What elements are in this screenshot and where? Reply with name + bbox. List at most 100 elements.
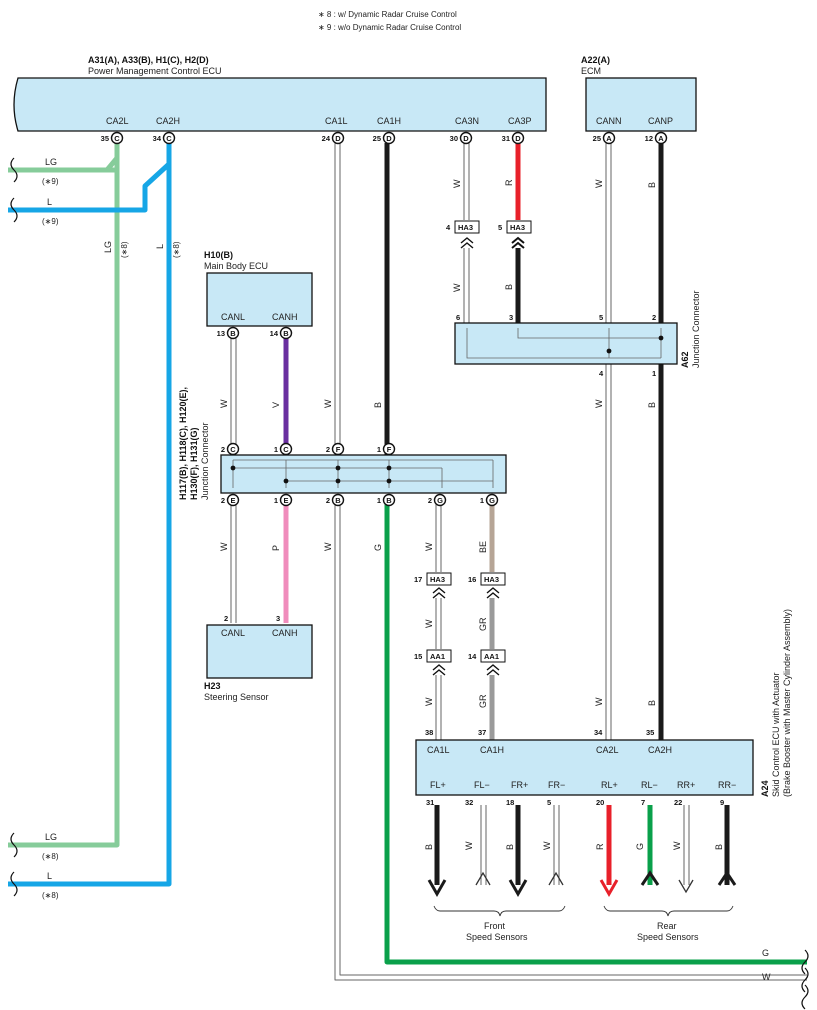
- ecm-name: ECM: [581, 66, 601, 76]
- a24-pin-rl-plus: RL+: [601, 780, 618, 790]
- splice-blocks: HA3 4 HA3 5 HA3 17 HA3 16 AA1 15 AA1 14: [414, 220, 532, 663]
- jc-bot-pin-3-circle: [382, 493, 396, 507]
- label-e2: W: [219, 542, 229, 551]
- pmc-pin-ca2l: CA2L: [106, 116, 129, 126]
- pmc-pin-4-letter: D: [463, 134, 469, 143]
- jc-top-pin-0-letter: C: [230, 445, 236, 454]
- a24-pin-fr-plus: FR+: [511, 780, 528, 790]
- splice-ha3-16-name: HA3: [484, 575, 499, 584]
- jc-top-pin-1: C1: [274, 442, 293, 456]
- label-fr-minus: W: [542, 841, 552, 850]
- a24-bot-num-31: 31: [426, 798, 434, 807]
- a24-name-2: (Brake Booster with Master Cylinder Asse…: [782, 609, 792, 797]
- h23-sensor: CANL CANH 2 3 H23 Steering Sensor: [204, 614, 313, 702]
- vwire-lg-note: (∗8): [120, 241, 129, 258]
- ecm: A22(A) ECM CANN CANP: [581, 55, 697, 132]
- pmc-pin-0: C35: [101, 131, 124, 145]
- a24-pin-rr-minus: RR−: [718, 780, 736, 790]
- label-b2: W: [323, 542, 333, 551]
- jc-top-pin-1-letter: C: [283, 445, 289, 454]
- left-wire-l-9-note: (∗9): [42, 217, 59, 226]
- a24-bot-num-22: 22: [674, 798, 682, 807]
- ecm-id: A22(A): [581, 55, 610, 65]
- ecm-pin-0-letter: A: [606, 134, 612, 143]
- jc-bot-pin-4-letter: G: [437, 496, 443, 505]
- jc-bot-pin-4-num: 2: [428, 496, 432, 505]
- label-fl-plus: B: [424, 844, 434, 850]
- jc-bot-pin-4-circle: [433, 493, 447, 507]
- pmc-pin-1-circle: [162, 131, 176, 145]
- left-wire-lg-8-note: (∗8): [42, 852, 59, 861]
- pmc-pin-4: D30: [450, 131, 473, 145]
- a62-name: Junction Connector: [691, 290, 701, 368]
- break-marks: [10, 157, 809, 1010]
- pmc-pin-2-letter: D: [335, 134, 341, 143]
- jc-bot-pin-1-letter: E: [283, 496, 288, 505]
- jc-top-pin-0-circle: [226, 442, 240, 456]
- label-canp: B: [647, 182, 657, 188]
- label-aa1-14-low: GR: [478, 694, 488, 708]
- h10-name: Main Body ECU: [204, 261, 268, 271]
- a24-pin-fl-minus: FL−: [474, 780, 490, 790]
- h10-pin-canh: CANH: [272, 312, 298, 322]
- wire-l-ca2h: [8, 140, 172, 887]
- h23-num-3: 3: [276, 614, 280, 623]
- ecm-pin-1-num: 12: [645, 134, 653, 143]
- ecm-pin-0-num: 25: [593, 134, 601, 143]
- a24-bot-num-32: 32: [465, 798, 473, 807]
- pmc-pin-ca3p: CA3P: [508, 116, 532, 126]
- a62-bot-num-1: 1: [652, 369, 656, 378]
- a24-num-34: 34: [594, 728, 603, 737]
- left-wire-lg-9-note: (∗9): [42, 177, 59, 186]
- label-rr-minus: B: [714, 844, 724, 850]
- h10-pin-1-letter: B: [283, 329, 289, 338]
- pmc-pin-5-letter: D: [515, 134, 521, 143]
- pmc-pin-1: C34: [153, 131, 176, 145]
- h23-num-2: 2: [224, 614, 228, 623]
- label-g1: BE: [478, 541, 488, 553]
- splice-ha3-17-num: 17: [414, 575, 422, 584]
- sensor-terminals: [427, 870, 737, 898]
- ecm-pin-cann: CANN: [596, 116, 622, 126]
- pmc-pin-ca2h: CA2H: [156, 116, 180, 126]
- left-wire-lg-8: LG: [45, 832, 57, 842]
- label-a24-ca2h: B: [647, 700, 657, 706]
- rear-sensor-label-2: Speed Sensors: [637, 932, 699, 942]
- a24-pin-ca2l: CA2L: [596, 745, 619, 755]
- vwire-l-note: (∗8): [172, 241, 181, 258]
- label-ca3n: W: [452, 179, 462, 188]
- pmc-pin-ca1h: CA1H: [377, 116, 401, 126]
- label-fl-minus: W: [464, 841, 474, 850]
- h23-id: H23: [204, 681, 221, 691]
- pmc-pin-ca1l: CA1L: [325, 116, 348, 126]
- jc-bot-pin-1: E1: [274, 493, 293, 507]
- a24-bot-num-7: 7: [641, 798, 645, 807]
- wire-b2-w-2: [339, 503, 807, 976]
- jc-top-pin-3-circle: [382, 442, 396, 456]
- splice-aa1-14-num: 14: [468, 652, 477, 661]
- a24-num-35: 35: [646, 728, 654, 737]
- label-cann: W: [594, 179, 604, 188]
- label-rr-plus: W: [672, 841, 682, 850]
- a24-pin-fl-plus: FL+: [430, 780, 446, 790]
- pmc-pin-3-num: 25: [373, 134, 381, 143]
- jc-top-pin-3-num: 1: [377, 445, 381, 454]
- front-sensor-label-1: Front: [484, 921, 506, 931]
- jc-bot-pin-3: B1: [377, 493, 396, 507]
- a24-bot-num-18: 18: [506, 798, 514, 807]
- left-wire-l-8: L: [47, 871, 52, 881]
- jc-bot-pin-0-letter: E: [230, 496, 235, 505]
- jc-top-pin-2-num: 2: [326, 445, 330, 454]
- pmc-pin-0-num: 35: [101, 134, 109, 143]
- a24-pin-rr-plus: RR+: [677, 780, 695, 790]
- splice-ha3-4-num: 4: [446, 223, 451, 232]
- splice-ha3-16: HA3 16: [468, 572, 506, 586]
- splice-ha3-5-num: 5: [498, 223, 502, 232]
- pmc-ecu: A31(A), A33(B), H1(C), H2(D) Power Manag…: [13, 55, 547, 132]
- label-ha3-17-low: W: [424, 619, 434, 628]
- jc-top-pin-0: C2: [221, 442, 240, 456]
- a62-top-num-2: 2: [652, 313, 656, 322]
- label-ca1h: B: [373, 402, 383, 408]
- left-wire-l-9: L: [47, 197, 52, 207]
- a24-id: A24: [760, 780, 770, 797]
